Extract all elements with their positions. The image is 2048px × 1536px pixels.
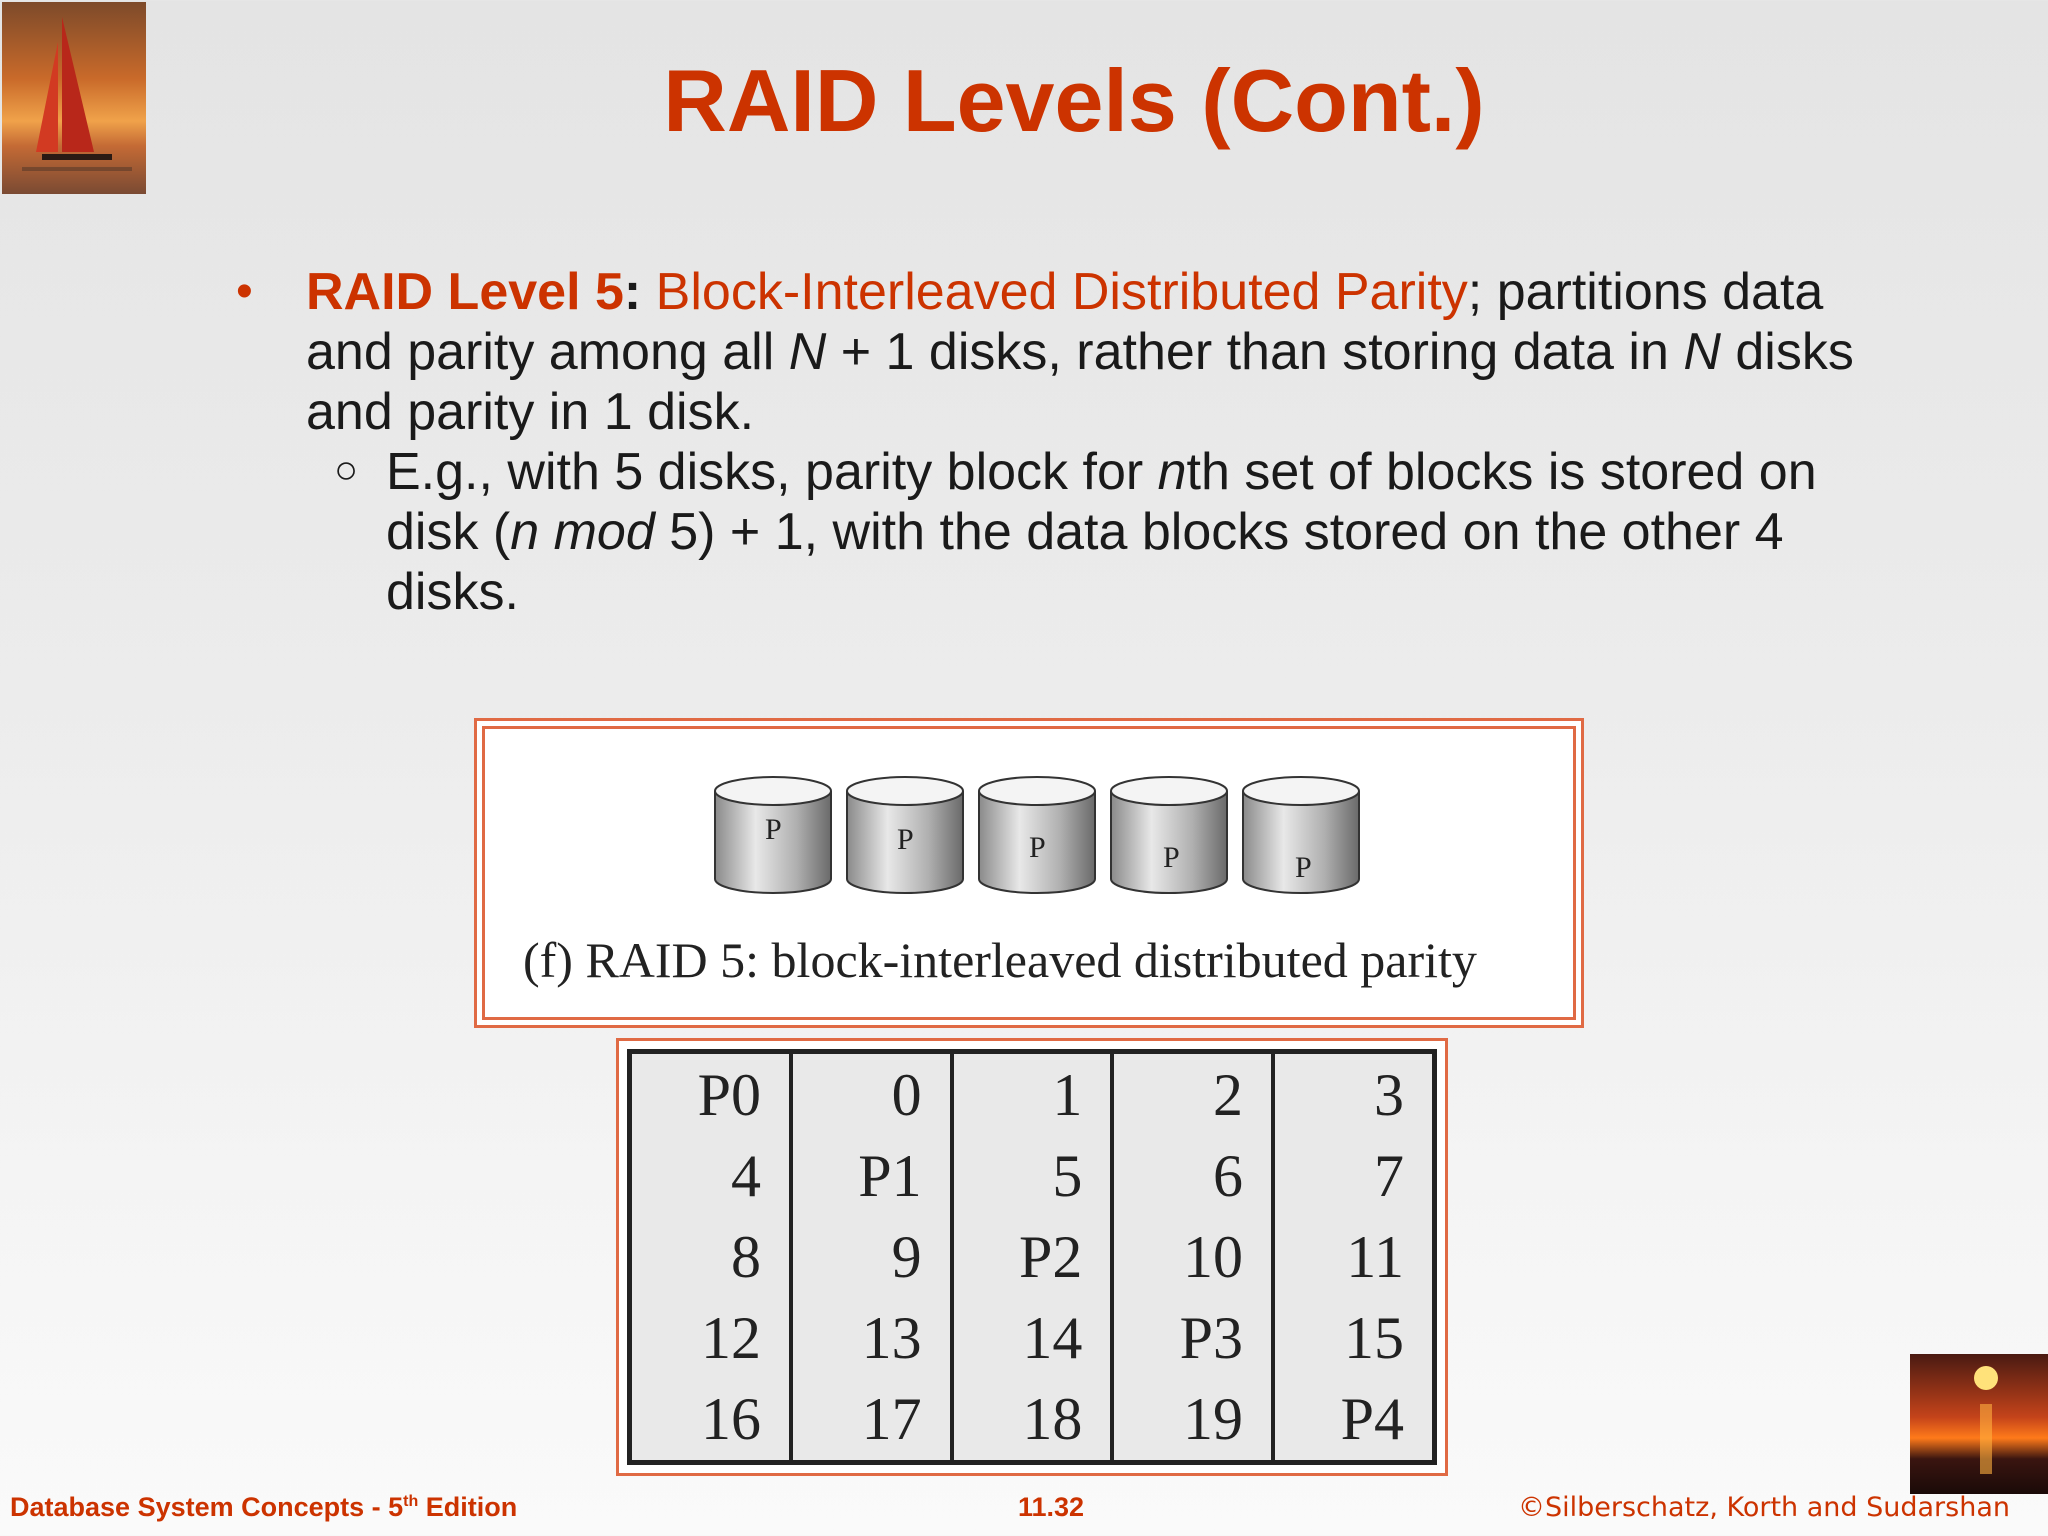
figure-caption: (f) RAID 5: block-interleaved distribute… [523, 932, 1477, 988]
slide-title: RAID Levels (Cont.) [663, 51, 1485, 150]
table-row: 8 9 P2 10 11 [627, 1216, 1437, 1298]
table-row: P0 0 1 2 3 [627, 1051, 1437, 1136]
table-cell: P1 [788, 1135, 954, 1217]
table-cell: 17 [788, 1378, 954, 1463]
table-cell: 5 [949, 1135, 1115, 1217]
svg-text:P: P [1295, 851, 1312, 884]
table-cell: 19 [1110, 1378, 1276, 1463]
disk-1: P [714, 776, 832, 894]
svg-text:P: P [897, 823, 914, 856]
disk-2: P [846, 776, 964, 894]
bullet-list: •RAID Level 5: Block-Interleaved Distrib… [236, 262, 1876, 622]
table-cell: 16 [627, 1378, 793, 1463]
table-cell: 7 [1271, 1135, 1437, 1217]
svg-text:P: P [1163, 841, 1180, 874]
table-cell: 12 [627, 1297, 793, 1379]
table-cell: P2 [949, 1216, 1115, 1298]
table-cell: 0 [788, 1051, 954, 1136]
bullet-raid5: •RAID Level 5: Block-Interleaved Distrib… [236, 263, 1854, 441]
table-cell: 9 [788, 1216, 954, 1298]
raid5-term: RAID Level 5 [306, 263, 624, 321]
table-cell: 3 [1271, 1051, 1437, 1136]
footer-page-number: 11.32 [1018, 1492, 1085, 1522]
table-cell: 2 [1110, 1051, 1276, 1136]
bullet-dot: • [236, 265, 253, 318]
footer-course-title: Database System Concepts - 5th Edition [10, 1492, 518, 1522]
table-cell: P4 [1271, 1378, 1437, 1463]
table-cell: P0 [627, 1051, 793, 1136]
disk-array: P P P P P [714, 776, 1360, 894]
table-cell: 13 [788, 1297, 954, 1379]
sunset-logo [1910, 1354, 2048, 1494]
table-cell: 11 [1271, 1216, 1437, 1298]
table-cell: P3 [1110, 1297, 1276, 1379]
table-cell: 6 [1110, 1135, 1276, 1217]
raid5-subtitle: Block-Interleaved Distributed Parity [655, 263, 1468, 321]
table-cell: 18 [949, 1378, 1115, 1463]
table-row: 16 17 18 19 P4 [627, 1378, 1437, 1463]
table-cell: 1 [949, 1051, 1115, 1136]
sailboat-logo [2, 2, 146, 194]
table-cell: 15 [1271, 1297, 1437, 1379]
footer-copyright: ©Silberschatz, Korth and Sudarshan [1518, 1492, 2010, 1523]
table-cell: 14 [949, 1297, 1115, 1379]
raid5-figure: P P P P P (f) RAID 5: block-interleaved … [474, 718, 1584, 1028]
table-cell: 4 [627, 1135, 793, 1217]
svg-text:P: P [765, 813, 782, 846]
sub-bullet-example: ○E.g., with 5 disks, parity block for nt… [236, 442, 1876, 622]
svg-text:P: P [1029, 831, 1046, 864]
table-row: 12 13 14 P3 15 [627, 1297, 1437, 1379]
disk-5: P [1242, 776, 1360, 894]
table-cell: 10 [1110, 1216, 1276, 1298]
table-row: 4 P1 5 6 7 [627, 1135, 1437, 1217]
table-cell: 8 [627, 1216, 793, 1298]
disk-3: P [978, 776, 1096, 894]
block-layout-frame: P0 0 1 2 3 4 P1 5 6 7 8 9 P2 10 11 12 13… [616, 1038, 1448, 1476]
sub-bullet-ring: ○ [334, 448, 359, 492]
disk-4: P [1110, 776, 1228, 894]
block-layout-table: P0 0 1 2 3 4 P1 5 6 7 8 9 P2 10 11 12 13… [627, 1049, 1437, 1465]
